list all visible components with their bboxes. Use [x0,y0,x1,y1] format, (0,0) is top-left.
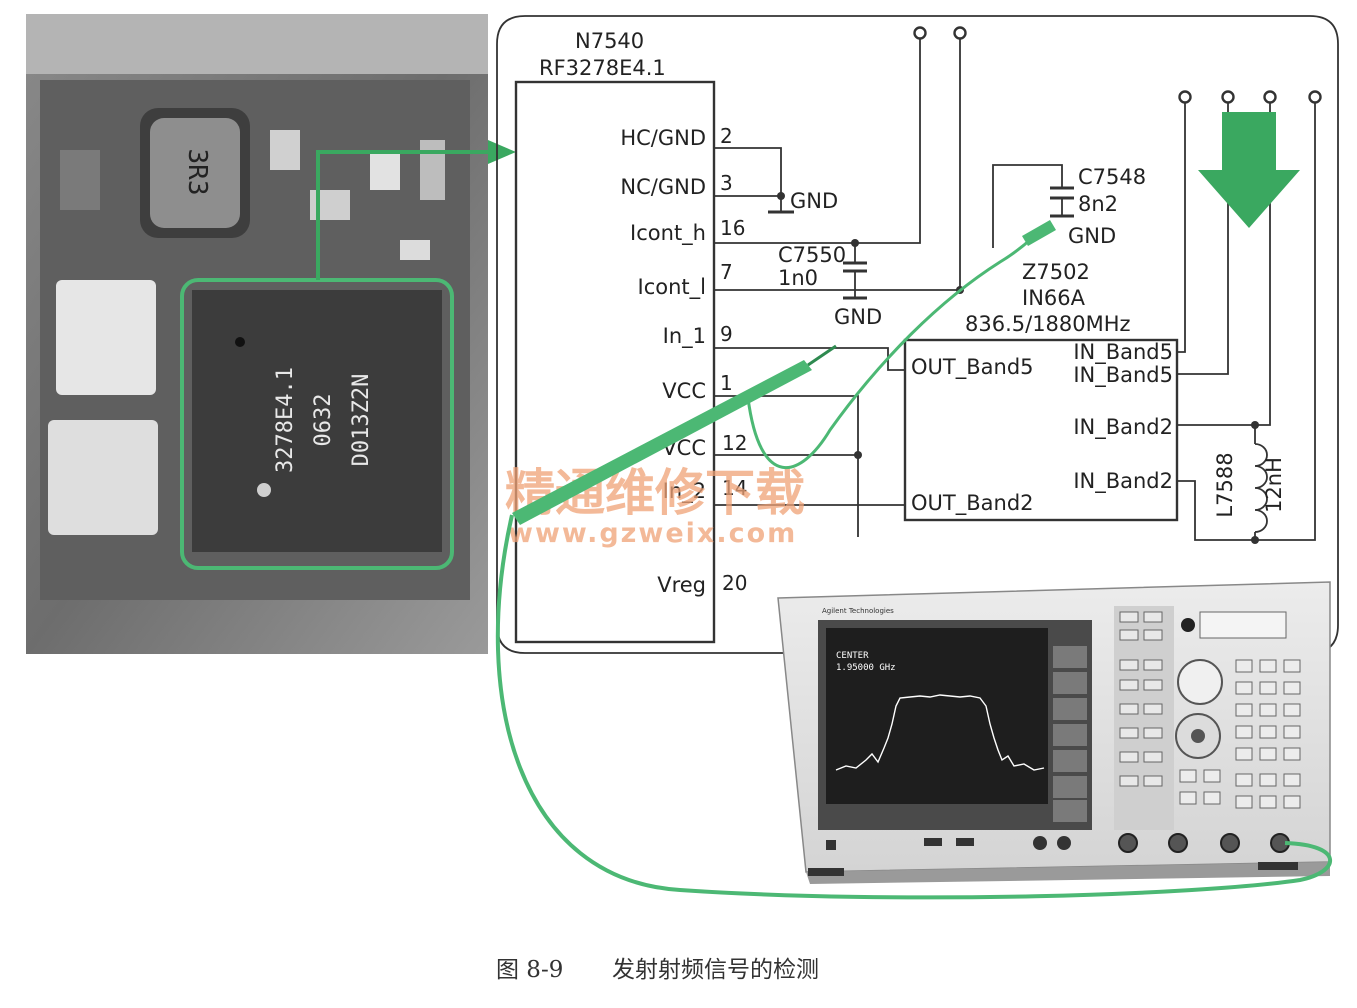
photo-chip-line2: 0632 [311,394,336,447]
filter-right-pin: IN_Band5 [1073,340,1173,365]
softkey-column [1053,646,1087,822]
gnd-label-c7550: GND [834,305,882,329]
filter-part: IN66A [1022,286,1086,310]
spectrum-trace [835,694,1045,771]
keypad-right [1179,659,1301,809]
pin-name: Icont_l [638,275,706,300]
junction-dots [777,192,1259,544]
pin-name: In_1 [663,324,706,349]
pin-number: 20 [722,571,747,595]
filter-right-pin: IN_Band2 [1073,469,1173,494]
pin-name: NC/GND [620,175,706,199]
probe-tip [807,344,837,367]
pin-number: 1 [720,371,733,395]
pin-name: In_2 [663,479,706,504]
filter-right-pin: IN_Band5 [1073,363,1173,388]
chip-pointer-line [316,150,490,280]
pin-name: VCC [662,379,706,403]
probe-ground-lead [746,223,1047,469]
pin-name: Vreg [657,573,706,597]
filter-left-pin: OUT_Band5 [911,355,1034,380]
spectrum-analyzer: Agilent Technologies CENTER 1.95000 GHz [777,581,1331,884]
terminals [913,26,1322,104]
chip-model-label: RF3278E4.1 [539,56,666,80]
photo-inductor-marking: 3R3 [182,149,212,196]
gnd-label-c7548: GND [1068,224,1116,248]
pin-number: 14 [722,476,747,500]
probe-cable [495,514,1332,900]
rotary-knob [1177,659,1223,705]
signal-direction-arrow [1198,112,1300,228]
c7550-value: 1n0 [778,266,818,290]
photo-chip-line3: D013Z2N [349,374,374,467]
probe-body [512,360,812,525]
analyzer-screen [826,628,1048,804]
keypad-left [1119,611,1163,787]
filter-left-pin: OUT_Band2 [911,491,1034,516]
inductor-value: 12nH [1262,457,1286,513]
pin-name: HC/GND [620,126,706,150]
ground-clip [1022,220,1056,246]
photo-chip-line1: 3278E4.1 [273,367,298,473]
chip-pointer-arrowhead [488,140,516,164]
watermark-cn: 精通维修下载 [505,464,805,522]
inductor-ref: L7588 [1213,452,1237,517]
filter-frequency: 836.5/1880MHz [965,312,1131,336]
pin-name: Icont_h [630,221,706,246]
power-led [1181,618,1195,632]
c7550-ref: C7550 [778,243,846,267]
pcb-photo: 3R3 3278E4.1 0632 D013Z2N [26,14,488,654]
watermark-url: www.gzweix.com [508,518,797,549]
filter-ref: Z7502 [1022,260,1090,284]
gnd-label-pin3: GND [790,189,838,213]
screen-center-value: 1.95000 GHz [836,663,896,673]
pin-number: 3 [720,171,733,195]
rf-connectors [1118,833,1290,853]
c7548-ref: C7548 [1078,165,1146,189]
pin-number: 9 [720,322,733,346]
pin-number: 2 [720,124,733,148]
screen-center-label: CENTER [836,651,869,661]
schematic [496,15,1339,654]
pin-number: 7 [720,260,733,284]
rf-probe [495,220,1332,900]
c7548-value: 8n2 [1078,192,1118,216]
filter-right-pin: IN_Band2 [1073,415,1173,440]
chip-part-label: N7540 [575,29,644,53]
caption-figure-number: 图 8-9 [496,957,563,983]
analyzer-brand: Agilent Technologies [822,607,894,615]
pin-list: HC/GND 2 NC/GND 3 Icont_h 16 Icont_l 7 I… [620,124,747,597]
disk-drive [1199,611,1287,639]
pin-number: 12 [722,431,747,455]
pin-number: 16 [720,216,745,240]
caption-title: 发射射频信号的检测 [612,957,819,983]
